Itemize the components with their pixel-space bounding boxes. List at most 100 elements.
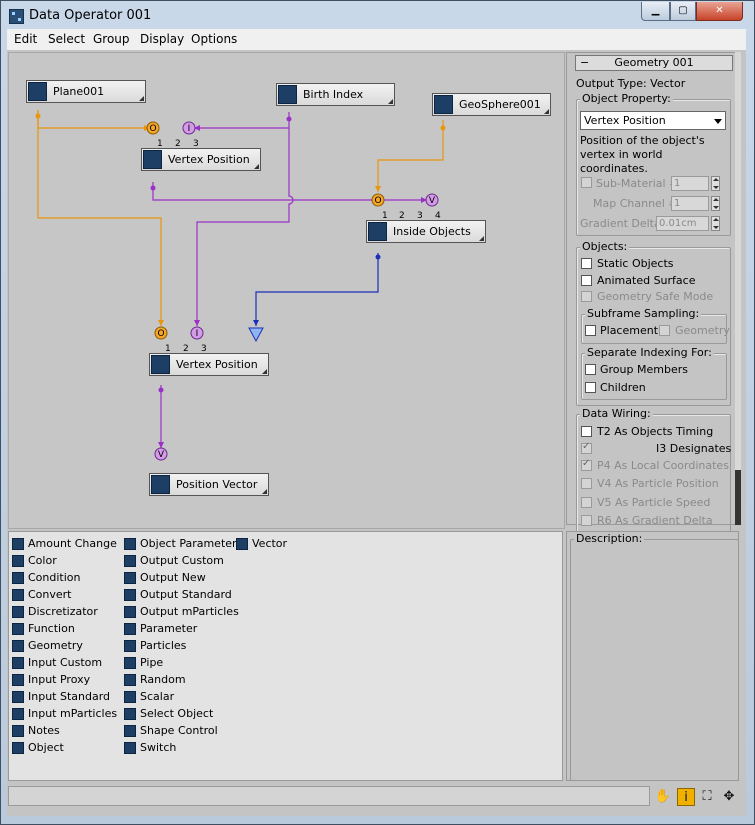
children-checkbox[interactable] [585,382,596,393]
sidebar-scrollbar[interactable] [735,52,741,525]
spinner-arrows-icon[interactable] [711,216,720,231]
group-members-checkbox[interactable] [585,364,596,375]
v4-checkbox[interactable] [581,478,592,489]
operator-item[interactable]: Discretizator [28,605,98,618]
menu-options[interactable]: Options [191,32,238,46]
resize-corner [388,99,393,104]
maximize-button[interactable]: ▢ [670,2,696,21]
operator-item[interactable]: Output Custom [140,554,224,567]
operator-item[interactable]: Amount Change [28,537,117,550]
operator-item[interactable]: Condition [28,571,81,584]
node-graph-canvas[interactable] [8,52,565,529]
operator-item[interactable]: Random [140,673,186,686]
menu-display[interactable]: Display [140,32,185,46]
map-channel-spinner[interactable]: 1 [671,196,709,211]
operator-icon [12,708,24,720]
gradient-delta-spinner[interactable]: 0.01cm [656,216,709,231]
close-button[interactable]: ✕ [696,2,743,21]
info-icon[interactable]: i [677,788,695,806]
scrollbar-thumb[interactable] [735,470,741,525]
geometry-safe-mode-checkbox[interactable] [581,291,592,302]
operator-item[interactable]: Input Standard [28,690,111,703]
dot [375,254,381,260]
sub-material-checkbox[interactable] [581,177,592,188]
object-property-dropdown[interactable]: Vertex Position [580,111,726,130]
spinner-arrows-icon[interactable] [711,196,720,211]
geometry-checkbox[interactable] [659,325,670,336]
p4-checkbox[interactable] [581,458,592,471]
node-birth-index[interactable]: Birth Index [276,83,395,106]
operator-item[interactable]: Output Standard [140,588,232,601]
group-title: Objects: [580,240,630,253]
wire-plane-to-vp2 [37,110,162,326]
operator-item[interactable]: Color [28,554,57,567]
node-position-vector[interactable]: Position Vector [149,473,269,496]
port-o-label: O [374,196,381,206]
operator-item[interactable]: Scalar [140,690,175,703]
operator-item[interactable]: Output New [140,571,206,584]
objects-group [576,247,731,406]
placement-checkbox[interactable] [585,325,596,336]
operator-icon [12,623,24,635]
pan-arrows-icon[interactable]: ✥ [723,789,735,804]
operator-item[interactable]: Object Parameter [140,537,237,550]
operator-item[interactable]: Object [28,741,64,754]
node-plane001[interactable]: Plane001 [26,80,146,103]
rollout-header[interactable]: − Geometry 001 [575,55,733,71]
menu-edit[interactable]: Edit [14,32,38,46]
operator-icon [124,555,136,567]
operator-item[interactable]: Particles [140,639,187,652]
menu-select[interactable]: Select [48,32,86,46]
port-o-vp1 [146,121,160,135]
operator-item[interactable]: Convert [28,588,72,601]
operator-item[interactable]: Pipe [140,656,164,669]
menu-group[interactable]: Group [93,32,130,46]
operator-item[interactable]: Parameter [140,622,198,635]
node-geosphere001[interactable]: GeoSphere001 [432,93,551,116]
spinner-arrows-icon[interactable] [711,176,720,191]
operator-icon [124,725,136,737]
node-vertex-position-2[interactable]: Vertex Position [149,353,269,376]
resize-corner [254,164,259,169]
node-label: Birth Index [303,88,364,101]
r6-checkbox[interactable] [581,515,592,526]
animated-surface-checkbox[interactable] [581,275,592,286]
port-num: 2 [183,344,189,354]
operator-item[interactable]: Input Proxy [28,673,91,686]
output-type: Output Type: Vector [576,77,686,90]
placement-label: Placement [600,324,659,337]
sub-material-label: Sub-Material # [596,177,679,190]
port-v-label: V [429,196,436,206]
operator-item[interactable]: Switch [140,741,177,754]
t2-checkbox[interactable] [581,426,592,437]
operator-icon [124,742,136,754]
operator-item[interactable]: Output mParticles [140,605,239,618]
node-inside-objects[interactable]: Inside Objects [366,220,486,243]
operator-item[interactable]: Input Custom [28,656,103,669]
port-num: 2 [175,139,181,149]
menu-bar: Edit Select Group Display Options [7,29,746,51]
operator-item[interactable]: Shape Control [140,724,218,737]
operator-item[interactable]: Vector [252,537,288,550]
operator-item[interactable]: Geometry [28,639,83,652]
operator-item[interactable]: Input mParticles [28,707,118,720]
hand-icon[interactable]: ✋ [654,789,672,804]
v5-checkbox[interactable] [581,497,592,508]
output-icon [151,475,170,494]
wire-birth-to-vp1 [196,112,290,129]
operator-item[interactable]: Notes [28,724,60,737]
operator-item[interactable]: Function [28,622,75,635]
minimize-button[interactable]: ▁ [641,2,670,21]
i3-checkbox[interactable] [581,441,592,454]
zoom-region-icon[interactable]: ⛶ [702,789,712,804]
group-title: Separate Indexing For: [585,346,714,359]
operator-item[interactable]: Select Object [140,707,214,720]
dot [286,116,292,122]
node-vertex-position-1[interactable]: Vertex Position [141,148,261,171]
operator-icon [12,725,24,737]
resize-corner [262,369,267,374]
sub-material-spinner[interactable]: 1 [671,176,709,191]
static-objects-checkbox[interactable] [581,258,592,269]
port-triangle-vp2 [248,327,264,343]
wire-plane-to-vp1 [37,110,148,129]
